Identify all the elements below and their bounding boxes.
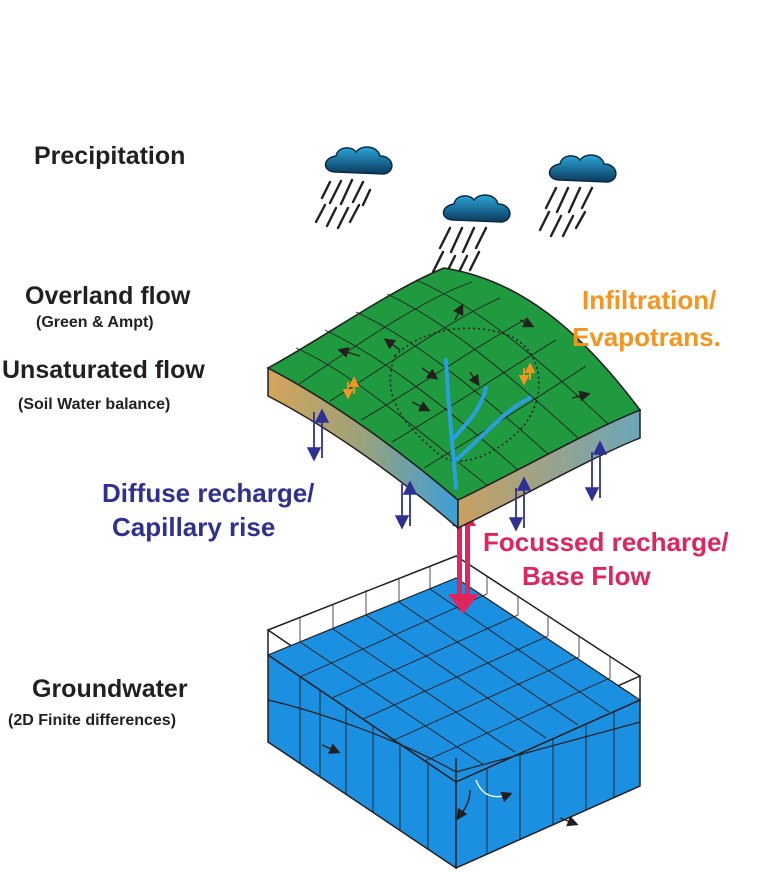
precipitation-label: Precipitation — [34, 142, 186, 170]
diffuse-recharge-arrows — [306, 408, 608, 532]
focussed-recharge-label-line1: Focussed recharge/ — [483, 527, 729, 557]
rain-cloud-icon — [431, 194, 511, 278]
rain-streaks-icon — [431, 226, 488, 278]
groundwater-block — [266, 555, 642, 870]
overland-method-label: (Green & Ampt) — [36, 314, 154, 331]
diffuse-recharge-label-line1: Diffuse recharge/ — [102, 478, 315, 508]
focussed-recharge-label-line2: Base Flow — [522, 561, 651, 591]
infiltration-arrows — [342, 362, 536, 400]
groundwater-label: Groundwater — [32, 675, 188, 703]
groundwater-method-label: (2D Finite differences) — [8, 712, 177, 729]
overland-flow-label: Overland flow — [25, 282, 191, 310]
infiltration-label-line2: Evapotrans. — [572, 322, 721, 352]
unsaturated-method-label: (Soil Water balance) — [18, 396, 171, 413]
unsaturated-flow-label: Unsaturated flow — [2, 356, 205, 384]
stream-network — [444, 358, 532, 490]
rain-streaks-icon — [314, 178, 372, 230]
overland-flow-arrows — [337, 303, 591, 412]
rain-cloud-icon — [538, 154, 617, 238]
diffuse-recharge-label-line2: Capillary rise — [112, 512, 276, 542]
infiltration-label-line1: Infiltration/ — [582, 285, 717, 315]
rain-cloud-icon — [314, 146, 393, 230]
rain-streaks-icon — [538, 186, 594, 238]
